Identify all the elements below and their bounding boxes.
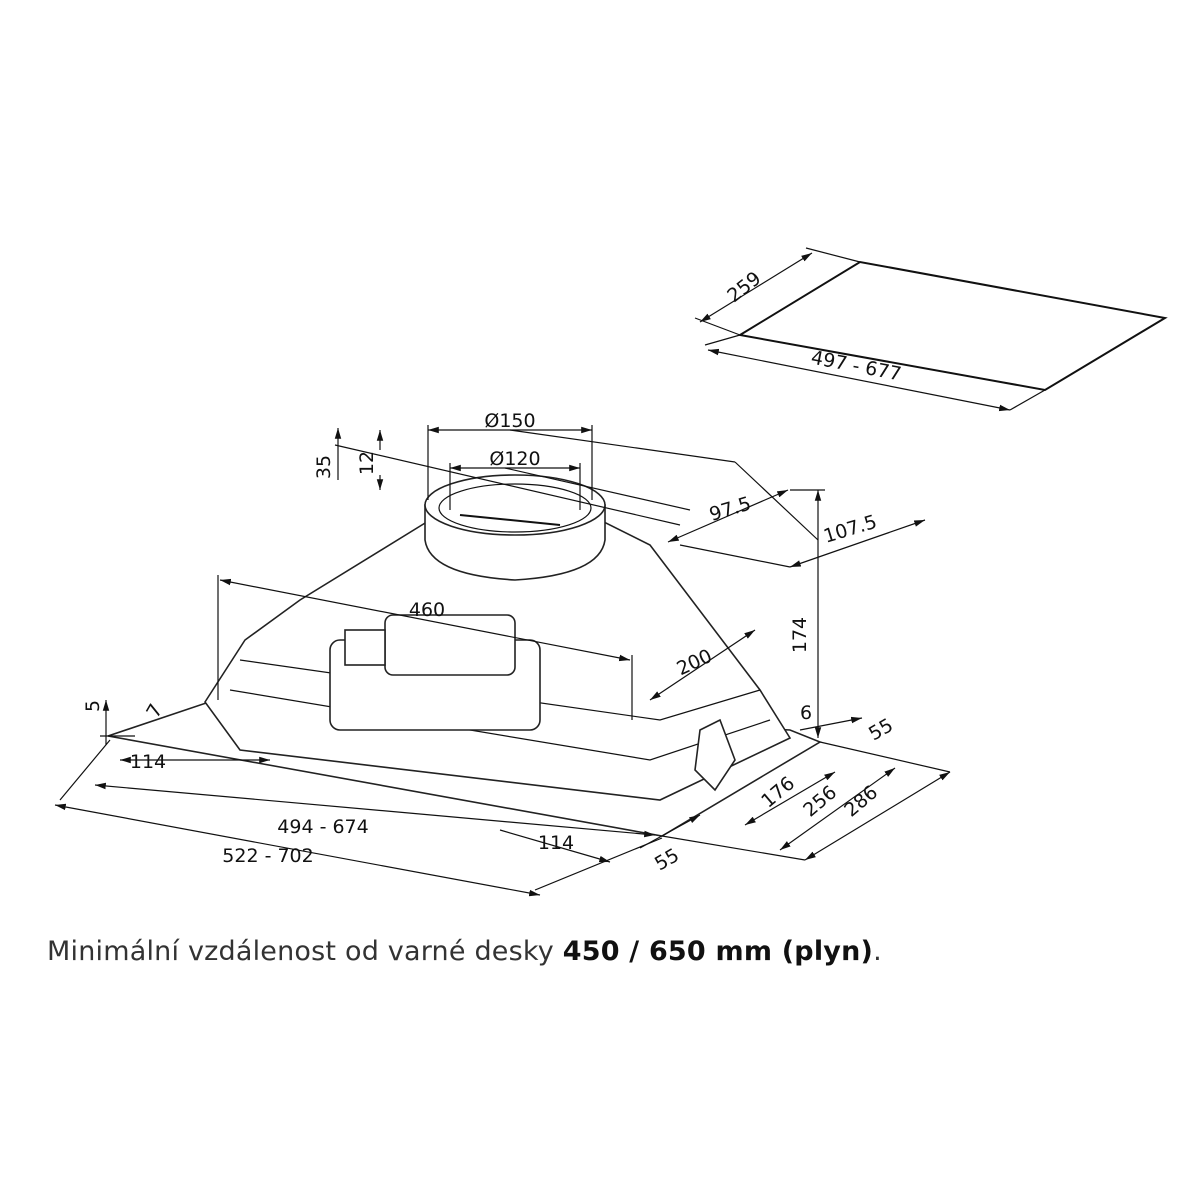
dim-5: 5 [82,700,104,712]
dim-114-left: 114 [130,751,166,773]
dimension-lines [54,425,951,897]
dim-286: 286 [840,781,882,821]
hood-body [107,474,822,837]
dim-d120: Ø120 [489,448,540,470]
dim-174: 174 [789,617,811,653]
caption-text: Minimální vzdálenost od varné desky [47,936,563,967]
dim-176: 176 [757,772,799,812]
min-distance-caption: Minimální vzdálenost od varné desky 450 … [47,936,882,967]
dim-256: 256 [799,781,841,821]
dim-97-5: 97.5 [707,493,754,526]
dim-259: 259 [723,267,765,307]
dim-494-674: 494 - 674 [277,816,368,838]
dim-35: 35 [313,455,335,479]
dim-55-top: 55 [865,714,897,745]
dim-d150: Ø150 [484,410,535,432]
dim-107-5: 107.5 [821,511,879,548]
dim-460: 460 [409,599,445,621]
dim-522-702: 522 - 702 [222,845,313,867]
dim-114-bottom: 114 [538,832,574,854]
dim-12: 12 [356,451,378,475]
cutout-panel [694,247,1168,412]
caption-bold-value: 450 / 650 mm (plyn) [562,936,874,967]
caption-end: . [873,936,882,967]
dim-6: 6 [800,702,812,724]
dim-55-bottom: 55 [651,844,683,875]
